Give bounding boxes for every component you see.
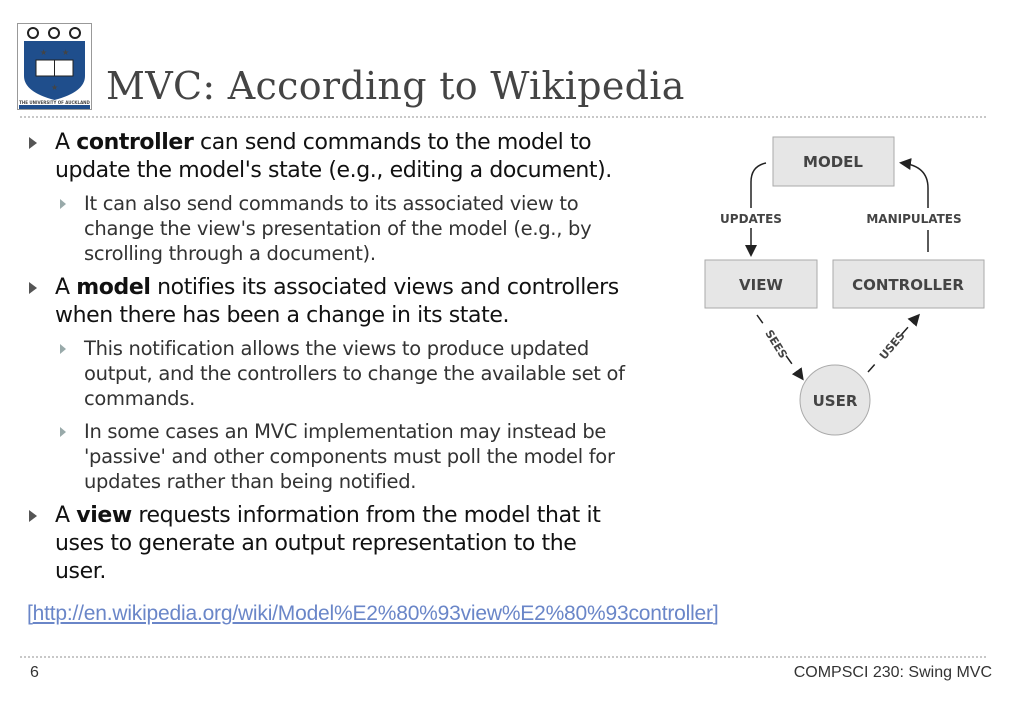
bold-term: view	[76, 503, 132, 528]
text: requests information from the model that…	[131, 503, 601, 528]
manipulates-label: MANIPULATES	[866, 212, 961, 226]
page-number: 6	[30, 664, 39, 681]
slide-title: MVC: According to Wikipedia	[106, 64, 685, 108]
wikipedia-link[interactable]: [http://en.wikipedia.org/wiki/Model%E2%8…	[27, 602, 719, 626]
text: when there has been a change in its stat…	[55, 303, 510, 328]
footer-divider	[20, 656, 986, 658]
text: updates rather than being notified.	[84, 470, 417, 493]
updates-label: UPDATES	[720, 212, 782, 226]
text: This notification allows the views to pr…	[84, 337, 589, 360]
text: notifies its associated views and contro…	[150, 275, 619, 300]
controller-box	[832, 259, 985, 309]
text: update the model's state (e.g., editing …	[55, 158, 612, 183]
manipulates-arrow	[899, 158, 929, 208]
model-label: MODEL	[803, 153, 863, 171]
svg-text:★: ★	[51, 83, 58, 92]
mvc-diagram: MODEL VIEW CONTROLLER USER UPDATES MANIP…	[704, 136, 985, 436]
bold-term: model	[76, 275, 151, 300]
text: output, and the controllers to change th…	[84, 362, 625, 385]
svg-text:★: ★	[62, 48, 69, 57]
bullet-arrow-icon	[29, 510, 37, 522]
text: can send commands to the model to	[193, 130, 592, 155]
bullet-arrow-icon	[29, 282, 37, 294]
uses-label: USES	[877, 329, 908, 362]
text: 'passive' and other components must poll…	[84, 445, 615, 468]
bullet-arrow-icon	[60, 199, 66, 209]
user-circle	[799, 364, 871, 436]
link-url[interactable]: http://en.wikipedia.org/wiki/Model%E2%80…	[32, 602, 713, 625]
controller-label: CONTROLLER	[852, 276, 964, 294]
text: uses to generate an output representatio…	[55, 531, 577, 556]
text: commands.	[84, 387, 195, 410]
bold-term: controller	[76, 130, 194, 155]
bullet-arrow-icon	[29, 137, 37, 149]
bullet-arrow-icon	[60, 427, 66, 437]
bracket: ]	[712, 602, 719, 625]
view-label: VIEW	[739, 276, 783, 294]
title-divider	[20, 116, 986, 118]
model-box	[772, 136, 895, 187]
user-label: USER	[813, 392, 858, 410]
svg-text:★: ★	[40, 48, 47, 57]
view-box	[704, 259, 818, 309]
text: change the view's presentation of the mo…	[84, 217, 592, 240]
text: A	[55, 130, 77, 155]
sees-label: SEES	[762, 328, 789, 361]
text: scrolling through a document).	[84, 242, 376, 265]
bullet-arrow-icon	[60, 344, 66, 354]
updates-arrow-top	[750, 162, 767, 208]
text: A	[55, 275, 77, 300]
bracket: [	[27, 602, 33, 625]
text: A	[55, 503, 77, 528]
svg-text:THE UNIVERSITY OF AUCKLAND: THE UNIVERSITY OF AUCKLAND	[19, 100, 90, 105]
text: It can also send commands to its associa…	[84, 192, 579, 215]
text: In some cases an MVC implementation may …	[84, 420, 607, 443]
text: user.	[55, 559, 106, 584]
course-footer: COMPSCI 230: Swing MVC	[793, 664, 992, 681]
university-logo: ★ ★ ★ THE UNIVERSITY OF AUCKLAND	[17, 23, 92, 110]
